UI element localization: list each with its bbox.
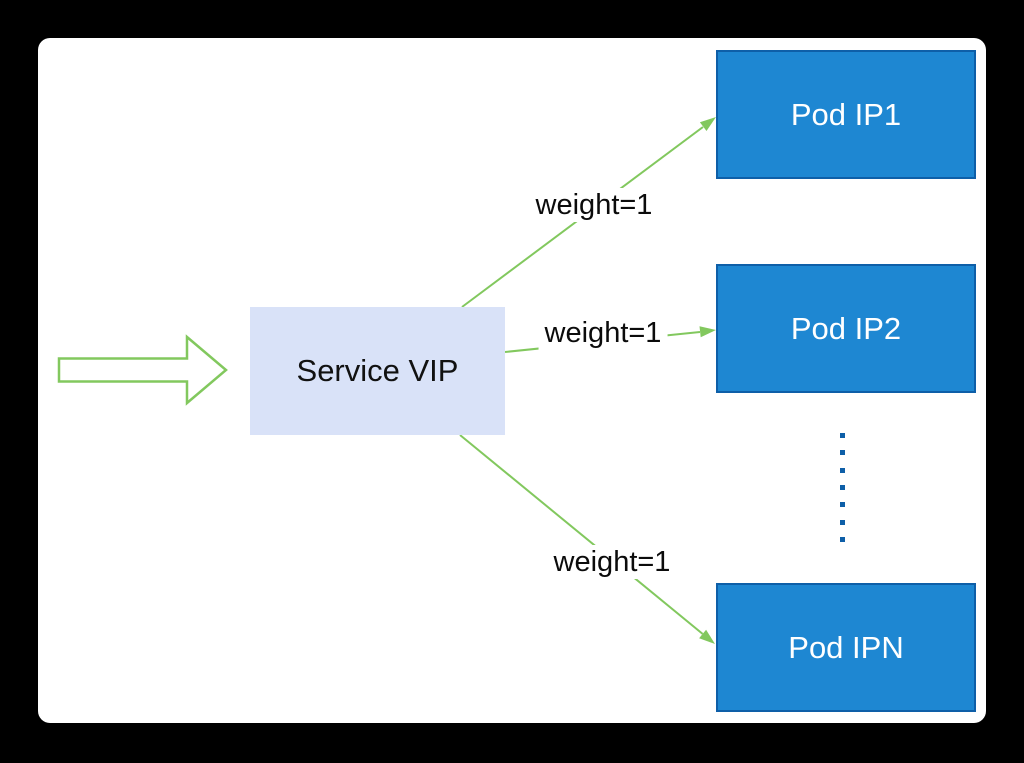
service-vip-node: Service VIP — [250, 307, 505, 435]
edge-weight-label-podn: weight=1 — [547, 545, 677, 579]
edge-weight-label-pod2: weight=1 — [538, 316, 668, 350]
edge-line-service-to-podn — [459, 434, 704, 635]
arrowhead-pod2-icon — [699, 326, 716, 338]
pod-ip2-label: Pod IP2 — [790, 310, 902, 346]
vertical-dotted-ellipsis-icon — [840, 433, 845, 542]
service-vip-label: Service VIP — [296, 353, 459, 388]
block-arrow-right-icon — [57, 334, 228, 406]
pod-ip1-label: Pod IP1 — [790, 96, 902, 132]
arrowhead-podn-icon — [699, 629, 715, 644]
pod-ip2-node: Pod IP2 — [716, 264, 976, 393]
arrowhead-pod1-icon — [699, 117, 716, 131]
pod-ipn-node: Pod IPN — [716, 583, 976, 712]
edge-weight-label-pod1: weight=1 — [529, 188, 659, 222]
pod-ipn-label: Pod IPN — [788, 629, 904, 665]
diagram-card: Service VIP Pod IP1 Pod IP2 Pod IPN weig… — [38, 38, 986, 723]
pod-ip1-node: Pod IP1 — [716, 50, 976, 179]
